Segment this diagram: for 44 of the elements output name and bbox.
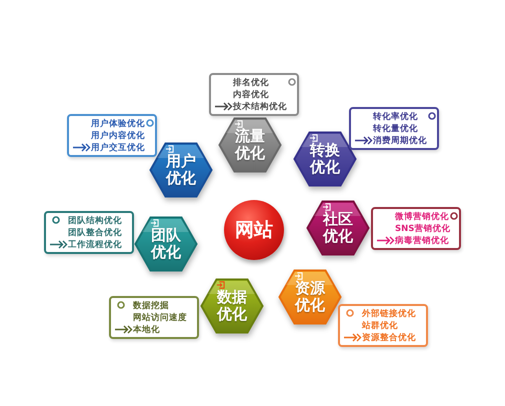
- callout-box: [44, 211, 134, 254]
- hexagon-label: 团队优化: [150, 227, 182, 261]
- list-item: 转化率优化: [373, 112, 418, 123]
- hexagon-tile: [293, 131, 357, 187]
- center-label: 网站: [234, 219, 274, 241]
- hexagon-label: 转换优化: [308, 142, 341, 176]
- hexagon-label: 流量优化: [234, 128, 266, 162]
- list-item: 排名优化: [233, 78, 269, 89]
- hexagon-tile: [134, 216, 198, 272]
- center-circle: [224, 200, 284, 260]
- list-item: SNS营销优化: [395, 224, 450, 235]
- hexagon-label: 用户优化: [164, 153, 197, 187]
- callout-box: [67, 114, 157, 157]
- list-item: 外部链接优化: [362, 309, 416, 320]
- hexagon-label: 社区优化: [322, 211, 354, 245]
- hexagon-tile: [278, 269, 342, 325]
- callout-box: [349, 107, 439, 150]
- hexagon-tile: [200, 278, 264, 334]
- hexagon-tile: [306, 200, 370, 256]
- list-item: 站群优化: [362, 321, 398, 332]
- hexagon-tile: [149, 142, 213, 198]
- list-item: 转化量优化: [373, 124, 418, 135]
- list-item: 用户内容优化: [91, 131, 145, 142]
- callout-box: [109, 296, 199, 339]
- list-item: 网站访问速度: [133, 313, 187, 324]
- list-item: 本地化: [133, 325, 160, 336]
- list-item: 用户交互优化: [91, 143, 145, 154]
- list-item: 内容优化: [233, 90, 269, 101]
- list-item: 微博营销优化: [395, 212, 449, 223]
- list-item: 病毒营销优化: [395, 236, 449, 247]
- list-item: 工作流程优化: [68, 240, 122, 251]
- list-item: 用户体验优化: [91, 119, 145, 130]
- callout-box: [338, 304, 428, 347]
- callout-box: [371, 207, 461, 250]
- list-item: 团队整合优化: [68, 228, 122, 239]
- hexagon-tile: [218, 117, 282, 173]
- hexagon-label: 数据优化: [216, 289, 248, 323]
- list-item: 消费周期优化: [373, 136, 427, 147]
- list-item: 技术结构优化: [233, 102, 287, 113]
- list-item: 资源整合优化: [362, 333, 416, 344]
- list-item: 团队结构优化: [68, 216, 122, 227]
- list-item: 数据挖掘: [133, 301, 169, 312]
- callout-box: [209, 73, 299, 116]
- hexagon-label: 资源优化: [294, 280, 326, 314]
